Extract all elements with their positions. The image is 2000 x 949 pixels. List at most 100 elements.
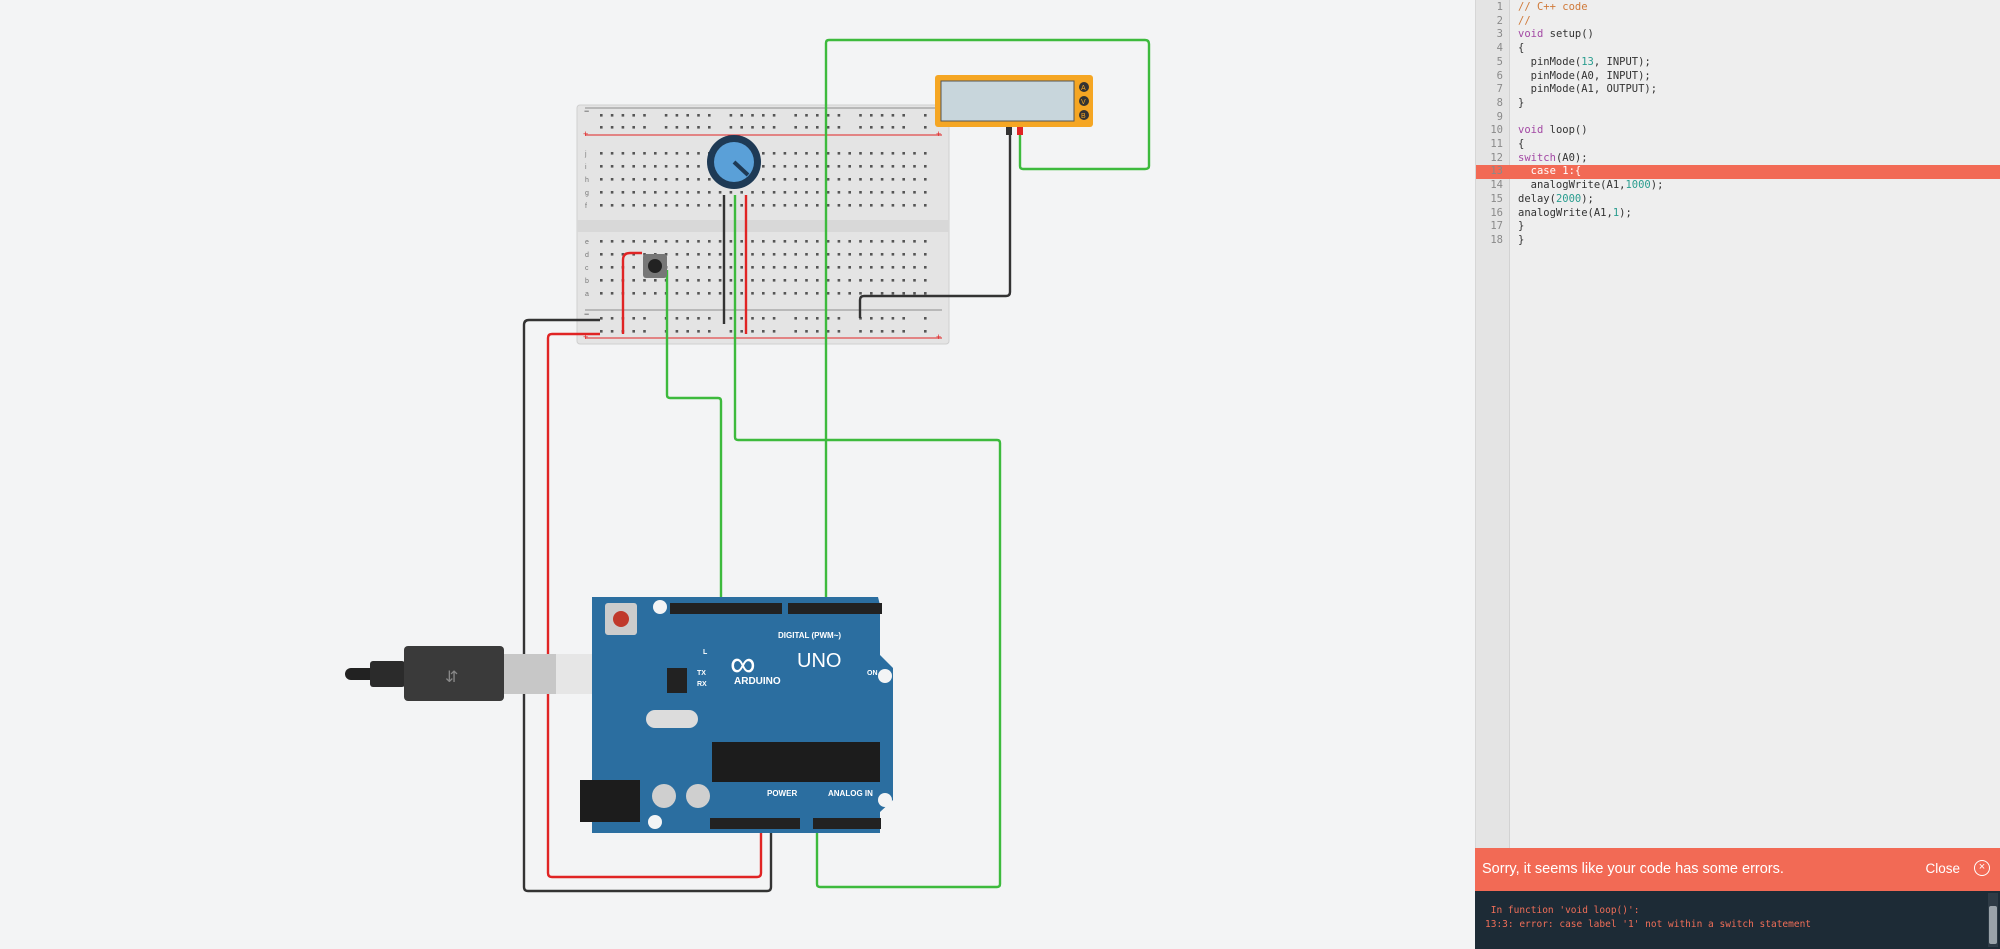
- breadboard-hole[interactable]: [805, 253, 808, 256]
- breadboard-hole[interactable]: [762, 114, 765, 117]
- breadboard-hole[interactable]: [826, 292, 830, 295]
- breadboard-hole[interactable]: [794, 165, 797, 168]
- breadboard-hole[interactable]: [632, 317, 635, 320]
- breadboard-hole[interactable]: [902, 152, 905, 155]
- breadboard-hole[interactable]: [654, 292, 657, 295]
- breadboard-hole[interactable]: [600, 204, 603, 207]
- breadboard-hole[interactable]: [610, 253, 614, 256]
- breadboard-hole[interactable]: [643, 204, 646, 207]
- breadboard-hole[interactable]: [783, 266, 787, 269]
- breadboard-hole[interactable]: [870, 114, 873, 117]
- breadboard-hole[interactable]: [600, 165, 603, 168]
- breadboard-hole[interactable]: [837, 126, 841, 129]
- code-text[interactable]: }: [1518, 233, 1525, 246]
- breadboard-hole[interactable]: [859, 178, 862, 181]
- breadboard-hole[interactable]: [751, 317, 754, 320]
- breadboard-hole[interactable]: [794, 279, 797, 282]
- breadboard-hole[interactable]: [891, 330, 895, 333]
- breadboard-hole[interactable]: [913, 279, 916, 282]
- breadboard-hole[interactable]: [632, 152, 635, 155]
- breadboard-hole[interactable]: [621, 253, 625, 256]
- breadboard-hole[interactable]: [924, 204, 927, 207]
- breadboard-hole[interactable]: [870, 266, 873, 269]
- breadboard-hole[interactable]: [740, 240, 743, 243]
- breadboard-hole[interactable]: [772, 165, 776, 168]
- breadboard-hole[interactable]: [924, 330, 927, 333]
- breadboard-hole[interactable]: [610, 266, 614, 269]
- wire-red-button[interactable]: [621, 251, 642, 334]
- breadboard-hole[interactable]: [600, 178, 603, 181]
- breadboard-hole[interactable]: [783, 165, 787, 168]
- breadboard-hole[interactable]: [902, 126, 905, 129]
- breadboard-hole[interactable]: [686, 317, 689, 320]
- breadboard-hole[interactable]: [924, 317, 927, 320]
- breadboard-hole[interactable]: [891, 279, 895, 282]
- breadboard-hole[interactable]: [859, 240, 862, 243]
- breadboard-hole[interactable]: [632, 178, 635, 181]
- breadboard-hole[interactable]: [686, 204, 689, 207]
- breadboard-hole[interactable]: [621, 152, 625, 155]
- breadboard-hole[interactable]: [697, 253, 700, 256]
- breadboard-hole[interactable]: [772, 279, 776, 282]
- breadboard-hole[interactable]: [891, 178, 895, 181]
- breadboard-hole[interactable]: [621, 114, 625, 117]
- wire-green-button[interactable]: [665, 270, 723, 612]
- breadboard-hole[interactable]: [643, 253, 646, 256]
- breadboard-hole[interactable]: [870, 279, 873, 282]
- breadboard-hole[interactable]: [859, 330, 862, 333]
- breadboard-hole[interactable]: [675, 114, 679, 117]
- breadboard-hole[interactable]: [610, 292, 614, 295]
- breadboard-hole[interactable]: [708, 266, 711, 269]
- breadboard-hole[interactable]: [751, 279, 754, 282]
- breadboard-hole[interactable]: [610, 191, 614, 194]
- breadboard-hole[interactable]: [708, 114, 711, 117]
- breadboard-hole[interactable]: [675, 191, 679, 194]
- breadboard-hole[interactable]: [783, 191, 787, 194]
- breadboard-hole[interactable]: [859, 126, 862, 129]
- breadboard-hole[interactable]: [924, 114, 927, 117]
- breadboard-hole[interactable]: [718, 240, 722, 243]
- breadboard-hole[interactable]: [740, 292, 743, 295]
- breadboard-hole[interactable]: [826, 204, 830, 207]
- breadboard-hole[interactable]: [751, 266, 754, 269]
- code-line[interactable]: 18}: [1476, 234, 2000, 248]
- breadboard-hole[interactable]: [837, 152, 841, 155]
- breadboard-hole[interactable]: [880, 204, 884, 207]
- breadboard-hole[interactable]: [859, 317, 862, 320]
- breadboard-hole[interactable]: [632, 279, 635, 282]
- breadboard-hole[interactable]: [751, 253, 754, 256]
- breadboard-hole[interactable]: [610, 178, 614, 181]
- breadboard-hole[interactable]: [729, 253, 733, 256]
- breadboard-hole[interactable]: [870, 204, 873, 207]
- breadboard-hole[interactable]: [632, 240, 635, 243]
- breadboard-hole[interactable]: [880, 266, 884, 269]
- breadboard-hole[interactable]: [891, 240, 895, 243]
- breadboard-hole[interactable]: [880, 279, 884, 282]
- breadboard-hole[interactable]: [675, 204, 679, 207]
- breadboard-hole[interactable]: [816, 126, 819, 129]
- breadboard-hole[interactable]: [708, 279, 711, 282]
- breadboard-hole[interactable]: [600, 317, 603, 320]
- console-scroll-thumb[interactable]: [1989, 906, 1997, 944]
- breadboard-hole[interactable]: [902, 253, 905, 256]
- breadboard-hole[interactable]: [805, 126, 808, 129]
- breadboard-hole[interactable]: [816, 240, 819, 243]
- breadboard-hole[interactable]: [708, 178, 711, 181]
- breadboard-hole[interactable]: [772, 292, 776, 295]
- breadboard-hole[interactable]: [686, 152, 689, 155]
- breadboard-hole[interactable]: [794, 191, 797, 194]
- breadboard-hole[interactable]: [870, 191, 873, 194]
- breadboard-hole[interactable]: [740, 266, 743, 269]
- breadboard-hole[interactable]: [913, 178, 916, 181]
- breadboard-hole[interactable]: [697, 152, 700, 155]
- breadboard-hole[interactable]: [675, 152, 679, 155]
- breadboard-hole[interactable]: [783, 152, 787, 155]
- breadboard-hole[interactable]: [870, 178, 873, 181]
- breadboard-hole[interactable]: [772, 178, 776, 181]
- breadboard-hole[interactable]: [880, 240, 884, 243]
- breadboard-hole[interactable]: [654, 178, 657, 181]
- breadboard-hole[interactable]: [837, 191, 841, 194]
- breadboard-hole[interactable]: [675, 330, 679, 333]
- breadboard-hole[interactable]: [837, 292, 841, 295]
- breadboard-hole[interactable]: [697, 292, 700, 295]
